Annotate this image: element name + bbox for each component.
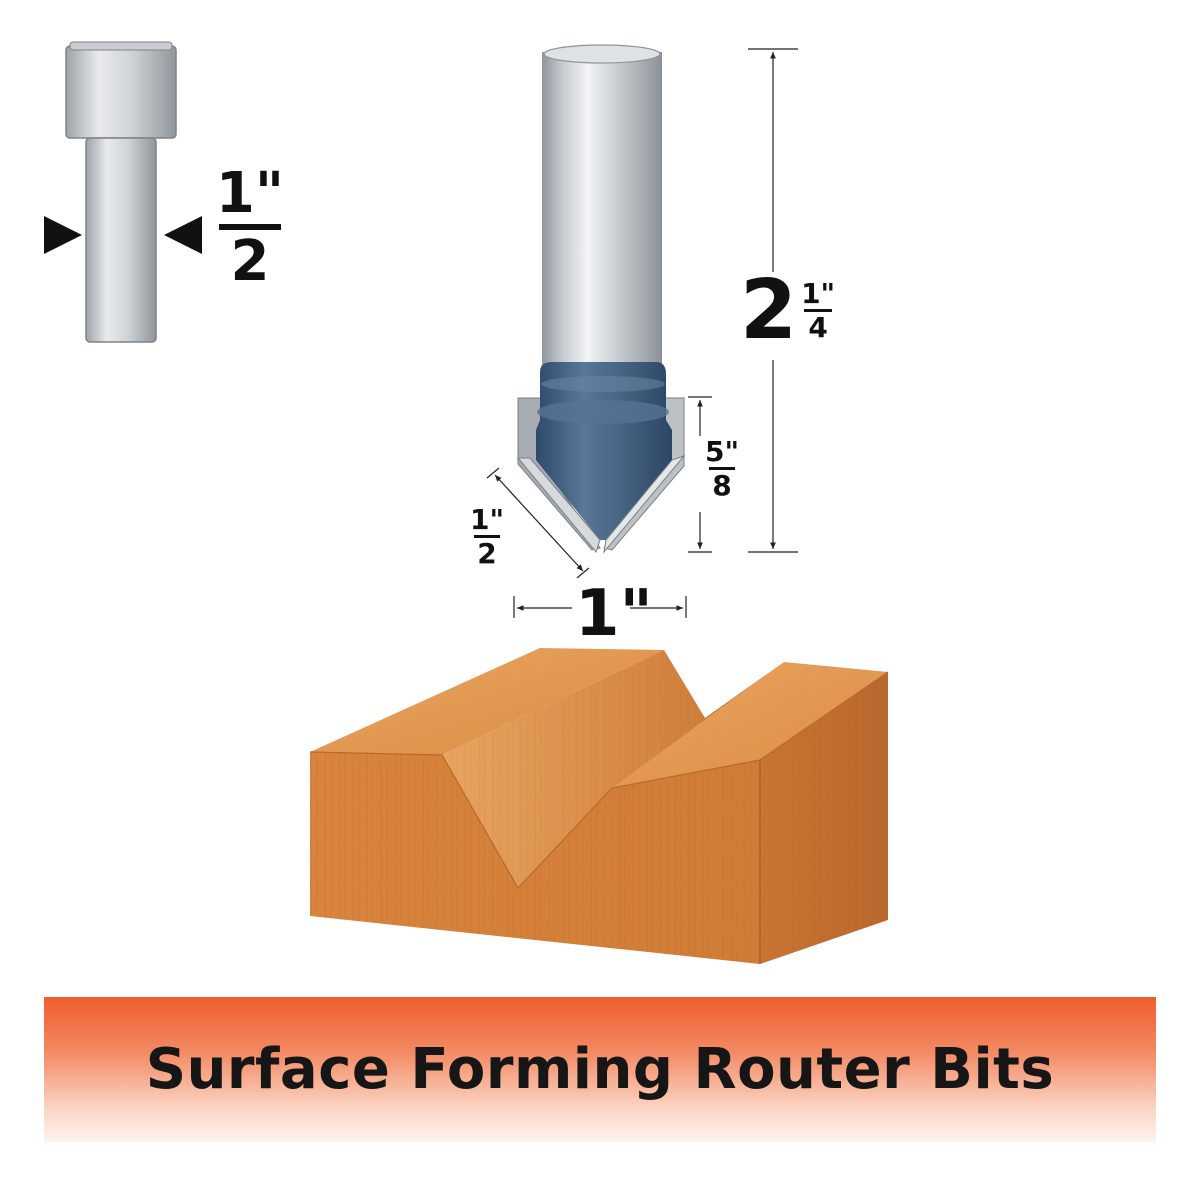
right-arrow-icon — [164, 216, 202, 254]
cutting-height-label: 5" 8 — [704, 435, 740, 502]
cutting-height-denominator: 8 — [712, 469, 732, 502]
overall-length-whole: 2 — [740, 263, 798, 358]
overall-length-denominator: 4 — [808, 311, 828, 344]
overall-length-numerator: 1" — [801, 277, 836, 310]
cutting-edge-length-label: 1" 2 — [470, 506, 504, 568]
dimension-lines — [486, 48, 798, 618]
cutting-edge-denominator: 2 — [477, 537, 497, 570]
shank-diameter-numerator: 1" — [215, 161, 285, 226]
title-banner: Surface Forming Router Bits — [44, 997, 1156, 1142]
cutting-edge-numerator: 1" — [469, 503, 505, 536]
banner-title: Surface Forming Router Bits — [145, 1037, 1055, 1102]
router-bit-illustration — [516, 44, 686, 554]
overall-length-label: 2 1" 4 — [740, 270, 835, 352]
left-arrow-icon — [44, 216, 82, 254]
shank-diameter-denominator: 2 — [230, 229, 270, 294]
wood-block-illustration — [309, 648, 889, 964]
cutting-diameter-label: 1" — [575, 577, 653, 651]
shank-diameter-label: 1" 2 — [212, 166, 288, 290]
shank-diameter-icon — [44, 41, 202, 343]
cutting-height-numerator: 5" — [704, 435, 740, 468]
